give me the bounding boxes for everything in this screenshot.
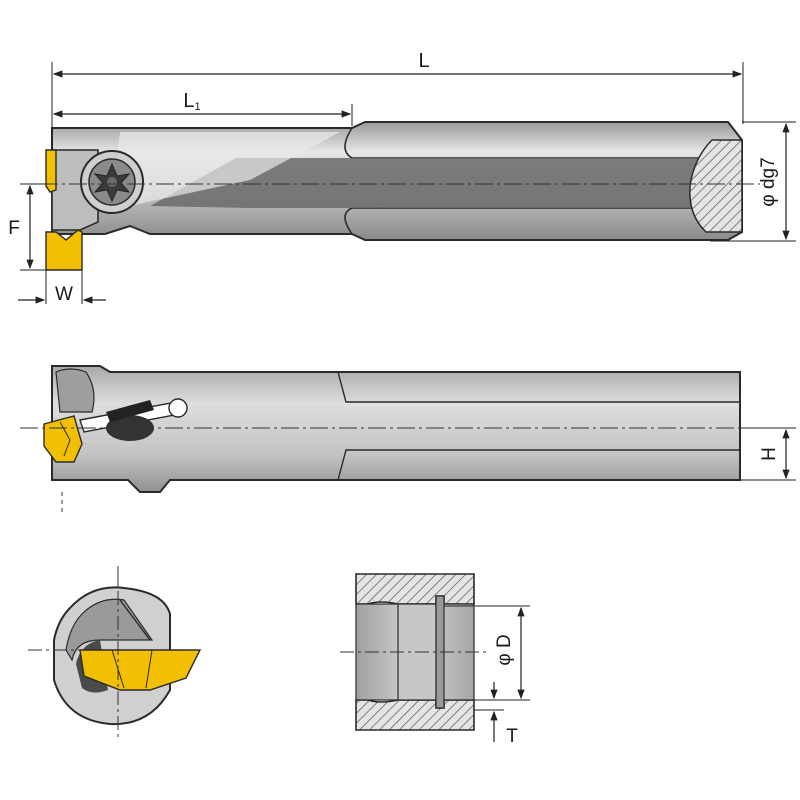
dimension-L1: L1 <box>52 90 353 126</box>
label-L1: L1 <box>183 90 200 113</box>
top-shank-step <box>344 127 742 159</box>
label-D: φ D <box>494 634 515 665</box>
dimension-F: F <box>8 183 48 271</box>
top-view <box>40 121 760 271</box>
label-W: W <box>55 284 73 305</box>
label-F: F <box>8 218 20 239</box>
top-coolant-channel <box>150 158 742 208</box>
side-insert <box>43 415 83 463</box>
top-end-section <box>689 139 743 233</box>
side-view <box>20 365 741 512</box>
dimension-T: T <box>474 682 518 747</box>
label-L: L <box>418 50 429 72</box>
label-dg7: φ dg7 <box>758 157 779 206</box>
dimension-D: φ D <box>444 605 530 701</box>
bore-section-view <box>340 573 490 731</box>
side-shaft-body <box>51 365 741 493</box>
dimension-dg7: φ dg7 <box>710 121 796 242</box>
label-T: T <box>506 726 518 747</box>
front-view <box>28 566 202 740</box>
bore-wall-bottom <box>355 699 475 731</box>
top-insert-lower <box>45 229 83 271</box>
dimension-W: W <box>18 270 106 305</box>
top-insert-upper <box>45 149 57 193</box>
dimension-L: L <box>51 50 744 150</box>
bore-wall-top <box>355 573 475 605</box>
torx-screw-icon <box>80 150 144 214</box>
dimension-H: H <box>740 427 796 481</box>
label-H: H <box>759 447 780 461</box>
front-insert <box>79 649 202 691</box>
